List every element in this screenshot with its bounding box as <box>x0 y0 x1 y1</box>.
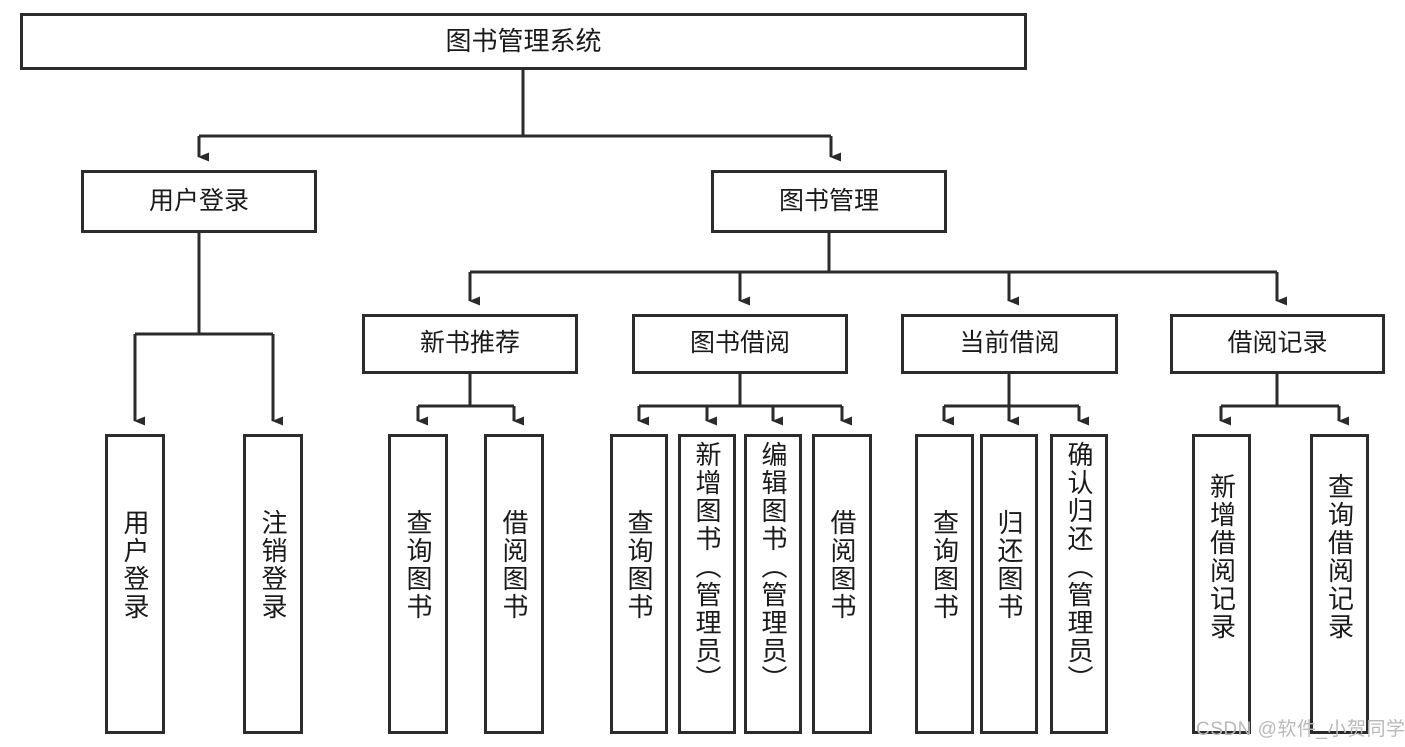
node-leaf-edit-book-label: 编辑图书（管理员） <box>758 441 788 693</box>
node-current-borrow[interactable]: 当前借阅 <box>901 314 1118 374</box>
node-leaf-query-book-3-label: 查询图书 <box>929 509 960 621</box>
node-leaf-confirm-return[interactable]: 确认归还（管理员） <box>1050 434 1108 734</box>
node-leaf-confirm-return-label: 确认归还（管理员） <box>1064 441 1094 693</box>
node-leaf-return-book-label: 归还图书 <box>994 509 1024 621</box>
node-leaf-query-book-3[interactable]: 查询图书 <box>915 434 974 734</box>
node-book-manage-label: 图书管理 <box>778 186 879 215</box>
node-root[interactable]: 图书管理系统 <box>20 13 1027 70</box>
node-leaf-user-login-label: 用户登录 <box>120 509 150 621</box>
node-leaf-logout[interactable]: 注销登录 <box>243 434 303 734</box>
node-root-label: 图书管理系统 <box>445 26 602 57</box>
node-leaf-add-record[interactable]: 新增借阅记录 <box>1192 434 1251 734</box>
node-book-manage[interactable]: 图书管理 <box>711 170 947 233</box>
node-new-book-recommend[interactable]: 新书推荐 <box>362 314 578 374</box>
node-leaf-query-book-2-label: 查询图书 <box>624 509 654 621</box>
node-leaf-borrow-book-1-label: 借阅图书 <box>499 509 529 621</box>
node-book-borrow-label: 图书借阅 <box>689 329 790 358</box>
node-leaf-return-book[interactable]: 归还图书 <box>980 434 1038 734</box>
node-borrow-record-label: 借阅记录 <box>1227 329 1328 358</box>
node-leaf-query-book-2[interactable]: 查询图书 <box>610 434 668 734</box>
node-leaf-query-record[interactable]: 查询借阅记录 <box>1310 434 1369 734</box>
node-leaf-borrow-book-2-label: 借阅图书 <box>827 509 857 621</box>
node-leaf-add-record-label: 新增借阅记录 <box>1206 473 1237 641</box>
node-leaf-add-book[interactable]: 新增图书（管理员） <box>678 434 736 734</box>
node-leaf-add-book-label: 新增图书（管理员） <box>692 441 722 693</box>
node-book-borrow[interactable]: 图书借阅 <box>632 314 848 374</box>
node-leaf-logout-label: 注销登录 <box>258 509 288 621</box>
node-leaf-query-book-1-label: 查询图书 <box>403 509 433 621</box>
node-current-borrow-label: 当前借阅 <box>959 329 1060 358</box>
node-user-login-label: 用户登录 <box>148 186 249 215</box>
node-leaf-borrow-book-1[interactable]: 借阅图书 <box>484 434 544 734</box>
node-leaf-query-book-1[interactable]: 查询图书 <box>388 434 448 734</box>
node-leaf-user-login[interactable]: 用户登录 <box>105 434 165 734</box>
node-leaf-borrow-book-2[interactable]: 借阅图书 <box>812 434 872 734</box>
node-borrow-record[interactable]: 借阅记录 <box>1170 314 1385 374</box>
node-leaf-edit-book[interactable]: 编辑图书（管理员） <box>744 434 802 734</box>
node-new-book-recommend-label: 新书推荐 <box>419 329 520 358</box>
node-leaf-query-record-label: 查询借阅记录 <box>1324 473 1355 641</box>
node-user-login[interactable]: 用户登录 <box>81 170 317 233</box>
